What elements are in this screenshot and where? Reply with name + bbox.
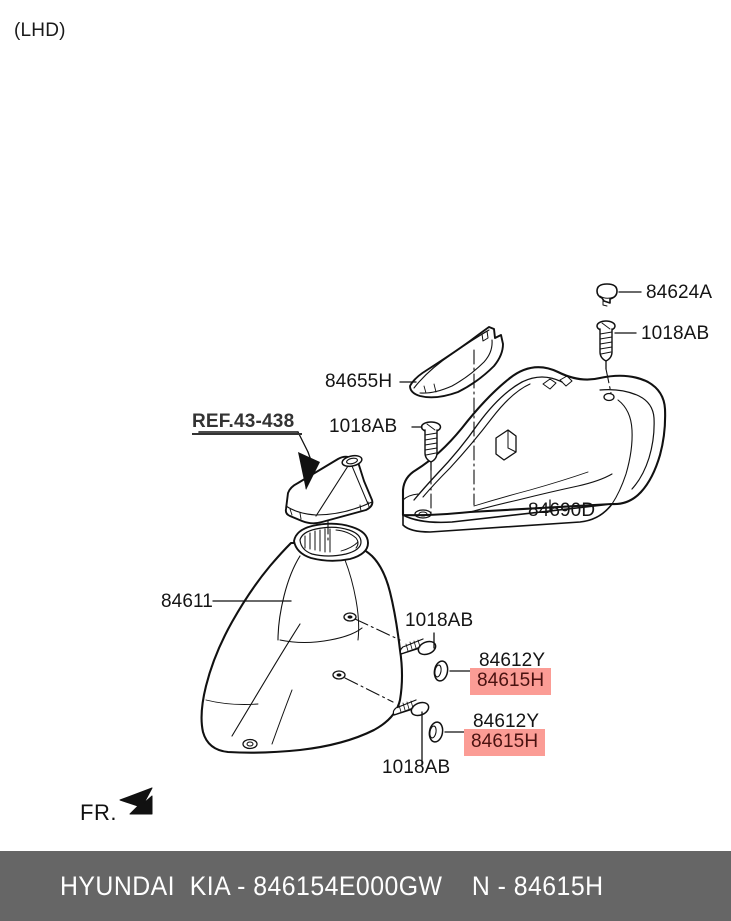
part-label-84624A: 84624A: [646, 282, 713, 303]
part-label-1018ab-top: 1018AB: [641, 323, 710, 344]
part-label-84611: 84611: [161, 591, 213, 612]
grommet-icon-upper: [433, 660, 449, 682]
alt-part-label-84612Y-upper: 84612Y: [479, 650, 546, 671]
fr-direction-arrow: [119, 787, 153, 815]
highlighted-part-84615H-lower: 84615H: [464, 729, 546, 756]
orientation-marker-label: FR.: [80, 800, 117, 825]
reference-label: REF.43-438: [192, 411, 295, 432]
part-label-84690D: 84690D: [528, 500, 596, 521]
part-label-1018ab-upper-right: 1018AB: [405, 610, 474, 631]
alt-part-label-84612Y-lower: 84612Y: [473, 711, 540, 732]
exploded-parts-diagram: [119, 283, 667, 815]
footer-part-number-text: HYUNDAI KIA - 846154E000GW N - 84615H: [60, 870, 604, 901]
part-label-1018ab-lower-right: 1018AB: [382, 757, 451, 778]
screw-icon-1018ab-lower-right: [392, 699, 430, 717]
screw-icon-1018ab-mid: [420, 421, 442, 471]
ref-pointer-arrow: [198, 431, 320, 490]
highlighted-part-84615H-upper: 84615H: [470, 668, 552, 695]
part-label-84655H: 84655H: [325, 371, 393, 392]
plug-cap-icon-84624A: [596, 283, 618, 307]
trim-cover-84655H: [409, 326, 504, 399]
drive-side-note: (LHD): [14, 20, 66, 41]
console-upper-assembly-84690D: [401, 366, 667, 533]
assembly-axes: [327, 349, 612, 703]
shift-boot-ref-43-438: [284, 454, 374, 525]
reference-underline: [192, 433, 302, 435]
screw-icon-1018ab-top: [596, 320, 616, 370]
screw-icon-1018ab-upper-right: [399, 638, 437, 656]
footer-bar: HYUNDAI KIA - 846154E000GW N - 84615H: [0, 851, 731, 921]
leader-lines: [212, 291, 642, 766]
part-label-1018ab-mid: 1018AB: [329, 416, 398, 437]
grommet-icon-lower: [428, 721, 444, 743]
console-body-84611: [200, 522, 404, 754]
